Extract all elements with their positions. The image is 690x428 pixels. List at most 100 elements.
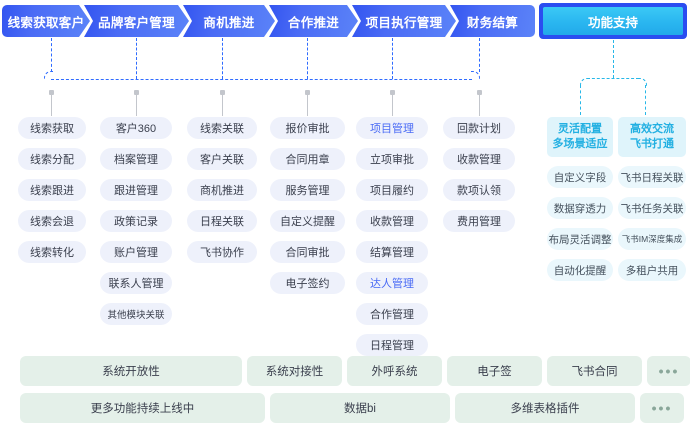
pill-lead-4[interactable]: 线索转化 [18, 241, 86, 263]
support-group-title-1[interactable]: 高效交流飞书打通 [618, 117, 686, 157]
connector-stem-1 [134, 90, 139, 116]
pill-label: 服务管理 [285, 185, 330, 197]
bottom-cell-1-1[interactable]: 数据bi [270, 393, 450, 423]
support-pill-1-0[interactable]: 飞书日程关联 [618, 166, 686, 188]
pill-opportunity-3[interactable]: 日程关联 [187, 210, 257, 232]
ribbon-segment-5[interactable]: 财务结算 [450, 5, 535, 37]
ribbon-segment-label: 商机推进 [203, 15, 255, 30]
pill-brand-2[interactable]: 跟进管理 [100, 179, 172, 201]
pill-project-1[interactable]: 立项审批 [356, 148, 428, 170]
pill-label: 线索会退 [30, 216, 74, 228]
pill-brand-6[interactable]: 其他模块关联 [100, 303, 172, 325]
connector-stem-3 [305, 90, 310, 116]
bottom-cell-1-2[interactable]: 多维表格插件 [455, 393, 635, 423]
pill-label: 飞书协作 [200, 247, 244, 259]
ribbon-segment-label: 项目执行管理 [365, 15, 443, 30]
pill-cooperation-1[interactable]: 合同用章 [270, 148, 345, 170]
connector-stem-5 [477, 90, 482, 116]
connector-stem-0 [49, 90, 54, 116]
pill-project-3[interactable]: 收款管理 [356, 210, 428, 232]
support-pill-label: 自动化提醒 [553, 264, 607, 277]
support-pill-1-1[interactable]: 飞书任务关联 [618, 197, 686, 219]
pill-opportunity-0[interactable]: 线索关联 [187, 117, 257, 139]
support-group-title-line1: 高效交流 [630, 123, 674, 135]
bottom-cell-0-2[interactable]: 外呼系统 [347, 356, 442, 386]
connector-stem-4 [390, 90, 395, 116]
bottom-cell-label: 系统开放性 [102, 366, 160, 378]
pill-brand-0[interactable]: 客户360 [100, 117, 172, 139]
pill-project-2[interactable]: 项目履约 [356, 179, 428, 201]
pill-brand-1[interactable]: 档案管理 [100, 148, 172, 170]
pill-project-4[interactable]: 结算管理 [356, 241, 428, 263]
bottom-cell-0-4[interactable]: 飞书合同 [547, 356, 642, 386]
pill-lead-1[interactable]: 线索分配 [18, 148, 86, 170]
support-pill-label: 数据穿透力 [553, 202, 607, 215]
pill-brand-4[interactable]: 账户管理 [100, 241, 172, 263]
pill-project-5[interactable]: 达人管理 [356, 272, 428, 294]
pill-lead-3[interactable]: 线索会退 [18, 210, 86, 232]
bottom-cell-label: 飞书合同 [571, 366, 618, 378]
bottom-more-button-0[interactable]: ••• [647, 356, 690, 386]
bottom-cell-0-1[interactable]: 系统对接性 [247, 356, 342, 386]
pill-label: 线索关联 [200, 123, 244, 135]
column-project: 项目管理立项审批项目履约收款管理结算管理达人管理合作管理日程管理 [356, 117, 428, 356]
support-pill-0-3[interactable]: 自动化提醒 [547, 259, 613, 281]
connector-corner-left [44, 71, 53, 80]
pill-cooperation-3[interactable]: 自定义提醒 [270, 210, 345, 232]
ribbon-segment-3[interactable]: 合作推进 [269, 5, 358, 37]
pill-finance-1[interactable]: 收款管理 [443, 148, 515, 170]
pill-label: 其他模块关联 [107, 310, 165, 321]
ribbon-segment-4[interactable]: 项目执行管理 [352, 5, 456, 37]
pill-brand-5[interactable]: 联系人管理 [100, 272, 172, 294]
bottom-cell-0-3[interactable]: 电子签 [447, 356, 542, 386]
pill-opportunity-4[interactable]: 飞书协作 [187, 241, 257, 263]
pill-label: 联系人管理 [108, 278, 164, 290]
connector-corner-right [471, 71, 480, 80]
column-finance: 回款计划收款管理款项认领费用管理 [443, 117, 515, 232]
bottom-cell-label: 更多功能持续上线中 [90, 403, 195, 415]
pill-project-6[interactable]: 合作管理 [356, 303, 428, 325]
pill-lead-2[interactable]: 线索跟进 [18, 179, 86, 201]
support-connector-drop [613, 40, 614, 78]
bottom-cell-0-0[interactable]: 系统开放性 [20, 356, 242, 386]
ribbon-segment-label: 合作推进 [287, 15, 340, 30]
pill-brand-3[interactable]: 政策记录 [100, 210, 172, 232]
pill-opportunity-1[interactable]: 客户关联 [187, 148, 257, 170]
column-cooperation: 报价审批合同用章服务管理自定义提醒合同审批电子签约 [270, 117, 345, 294]
ribbon-segment-label: 线索获取客户 [7, 15, 85, 30]
ribbon-segment-2[interactable]: 商机推进 [183, 5, 275, 37]
column-opportunity: 线索关联客户关联商机推进日程关联飞书协作 [187, 117, 257, 263]
bottom-more-button-1[interactable]: ••• [640, 393, 684, 423]
support-pill-0-1[interactable]: 数据穿透力 [547, 197, 613, 219]
pill-lead-0[interactable]: 线索获取 [18, 117, 86, 139]
pill-label: 线索跟进 [30, 185, 74, 197]
support-header-box[interactable]: 功能支持 [539, 3, 687, 39]
pill-cooperation-5[interactable]: 电子签约 [270, 272, 345, 294]
pill-finance-3[interactable]: 费用管理 [443, 210, 515, 232]
pill-cooperation-0[interactable]: 报价审批 [270, 117, 345, 139]
support-pill-1-3[interactable]: 多租户共用 [618, 259, 686, 281]
pill-cooperation-2[interactable]: 服务管理 [270, 179, 345, 201]
support-pill-1-2[interactable]: 飞书IM深度集成 [618, 228, 686, 250]
pill-project-7[interactable]: 日程管理 [356, 334, 428, 356]
bottom-cell-1-0[interactable]: 更多功能持续上线中 [20, 393, 265, 423]
pill-cooperation-4[interactable]: 合同审批 [270, 241, 345, 263]
support-connector-leg-right [645, 85, 646, 115]
ribbon-segment-0[interactable]: 线索获取客户 [2, 5, 90, 37]
pill-label: 客户360 [115, 123, 157, 135]
connector-drop-5 [479, 38, 480, 72]
ribbon-segment-1[interactable]: 品牌客户管理 [84, 5, 189, 37]
pill-project-0[interactable]: 项目管理 [356, 117, 428, 139]
pill-finance-2[interactable]: 款项认领 [443, 179, 515, 201]
pill-opportunity-2[interactable]: 商机推进 [187, 179, 257, 201]
connector-bus [51, 79, 472, 80]
support-group-title-0[interactable]: 灵活配置多场景适应 [547, 117, 613, 157]
pill-label: 跟进管理 [114, 185, 158, 197]
support-pill-0-0[interactable]: 自定义字段 [547, 166, 613, 188]
pill-finance-0[interactable]: 回款计划 [443, 117, 515, 139]
bottom-cell-label: 数据bi [344, 403, 376, 415]
ribbon-segment-label: 品牌客户管理 [98, 15, 175, 30]
column-brand: 客户360 档案管理跟进管理政策记录账户管理联系人管理其他模块关联 [100, 117, 172, 325]
support-pill-0-2[interactable]: 布局灵活调整 [547, 228, 613, 250]
